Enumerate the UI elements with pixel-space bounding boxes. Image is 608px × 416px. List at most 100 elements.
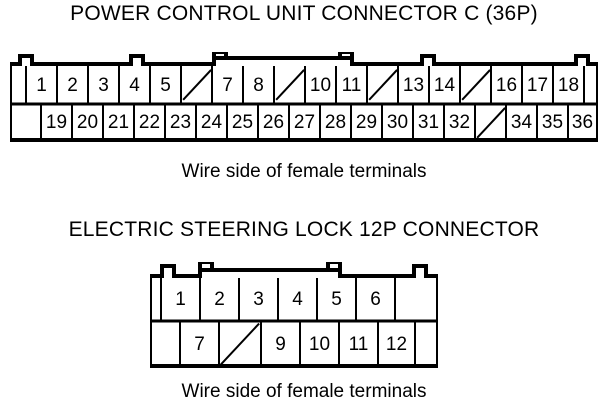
pin-number: 28 bbox=[324, 112, 347, 133]
pin-number: 8 bbox=[253, 74, 264, 96]
pin-cell: 14 bbox=[428, 66, 459, 104]
pin-cell: 8 bbox=[242, 66, 273, 104]
pin-cell: 24 bbox=[195, 105, 226, 140]
pin-number: 4 bbox=[129, 74, 140, 96]
pin-cell: 19 bbox=[40, 105, 71, 140]
pin-cell: 17 bbox=[521, 66, 552, 104]
connector-housing-outline-36p bbox=[10, 52, 598, 142]
pin-number: 9 bbox=[275, 333, 286, 355]
pin-cell: 30 bbox=[381, 105, 412, 140]
pin-number: 6 bbox=[370, 289, 381, 310]
pin-number: 7 bbox=[194, 333, 205, 355]
pin-cell: 35 bbox=[536, 105, 567, 140]
pin-cell: 1 bbox=[25, 66, 56, 104]
pin-number: 35 bbox=[541, 112, 564, 133]
pin-cell: 13 bbox=[397, 66, 428, 104]
pin-cell: 28 bbox=[319, 105, 350, 140]
pin-number: 25 bbox=[231, 112, 254, 133]
pin-row-top-36p: 1 2 3 4 5 7 8 10 11 13 14 16 17 18 bbox=[14, 66, 594, 104]
pin-cell: 7 bbox=[211, 66, 242, 104]
pin-number: 27 bbox=[293, 112, 316, 133]
pin-cell: 20 bbox=[71, 105, 102, 140]
pin-cell: 9 bbox=[260, 322, 299, 366]
pin-cell: 1 bbox=[160, 278, 199, 321]
pin-number: 30 bbox=[386, 112, 409, 133]
pin-number: 11 bbox=[341, 74, 362, 96]
pin-number: 3 bbox=[98, 74, 109, 96]
pin-cell: 23 bbox=[164, 105, 195, 140]
pin-number: 29 bbox=[355, 112, 378, 133]
pin-number: 3 bbox=[253, 289, 264, 310]
connector-housing-outline-12p bbox=[150, 262, 438, 368]
connector-diagram-electric-steering-lock: 1 2 3 4 5 6 7 9 10 11 12 bbox=[150, 262, 438, 368]
pin-row-top-12p: 1 2 3 4 5 6 bbox=[154, 278, 423, 321]
pin-number: 19 bbox=[45, 112, 68, 133]
pin-number: 22 bbox=[138, 112, 161, 133]
caption-wire-side-12p: Wire side of female terminals bbox=[181, 381, 427, 402]
pin-cell: 18 bbox=[552, 66, 583, 104]
pin-cell: 3 bbox=[87, 66, 118, 104]
pin-number: 32 bbox=[448, 112, 471, 133]
pin-cell: 34 bbox=[505, 105, 536, 140]
pin-cell: 16 bbox=[490, 66, 521, 104]
pin-cell: 22 bbox=[133, 105, 164, 140]
pin-number: 21 bbox=[107, 112, 130, 133]
pin-number: 24 bbox=[200, 112, 223, 133]
pin-cell: 10 bbox=[299, 322, 338, 366]
pin-cell: 5 bbox=[149, 66, 180, 104]
pin-cell: 11 bbox=[338, 322, 377, 366]
pin-cell: 6 bbox=[355, 278, 394, 321]
pin-cell: 2 bbox=[199, 278, 238, 321]
pin-number: 7 bbox=[222, 74, 233, 96]
blank-cavity-slash-icon bbox=[368, 66, 397, 104]
pin-cell: 7 bbox=[179, 322, 218, 366]
pin-cell: 36 bbox=[567, 105, 598, 140]
pin-number: 10 bbox=[309, 74, 332, 96]
blank-cavity-slash-icon bbox=[275, 66, 304, 104]
pin-cell: 10 bbox=[304, 66, 335, 104]
pin-cell-blank bbox=[180, 66, 211, 104]
page-title-power-control-unit: POWER CONTROL UNIT CONNECTOR C (36P) bbox=[70, 2, 538, 25]
pin-cell bbox=[154, 322, 179, 366]
pin-cell-blank bbox=[459, 66, 490, 104]
pin-row-bottom-12p: 7 9 10 11 12 bbox=[154, 322, 416, 366]
pin-number: 2 bbox=[67, 74, 78, 96]
caption-wire-side-36p: Wire side of female terminals bbox=[181, 161, 427, 182]
blank-cavity-slash-icon bbox=[476, 105, 505, 140]
pin-number: 5 bbox=[160, 74, 171, 96]
blank-cavity-slash-icon bbox=[461, 66, 490, 104]
pin-cell: 32 bbox=[443, 105, 474, 140]
pin-cell bbox=[14, 66, 25, 104]
pin-number: 16 bbox=[495, 74, 518, 96]
pin-cell: 3 bbox=[238, 278, 277, 321]
page-title-electric-steering-lock: ELECTRIC STEERING LOCK 12P CONNECTOR bbox=[68, 218, 540, 241]
pin-cell: 2 bbox=[56, 66, 87, 104]
pin-cell-blank bbox=[366, 66, 397, 104]
pin-cell: 4 bbox=[277, 278, 316, 321]
pin-number: 12 bbox=[385, 333, 408, 355]
pin-cell: 25 bbox=[226, 105, 257, 140]
pin-cell bbox=[394, 278, 423, 321]
pin-cell-blank bbox=[273, 66, 304, 104]
pin-number: 10 bbox=[308, 333, 331, 355]
pin-number: 11 bbox=[348, 333, 369, 355]
pin-cell-blank bbox=[218, 322, 260, 366]
pin-cell: 5 bbox=[316, 278, 355, 321]
pin-cell: 26 bbox=[257, 105, 288, 140]
pin-cell-blank bbox=[474, 105, 505, 140]
pin-number: 1 bbox=[175, 289, 186, 310]
pin-number: 2 bbox=[214, 289, 225, 310]
pin-cell: 11 bbox=[335, 66, 366, 104]
pin-number: 23 bbox=[169, 112, 192, 133]
pin-number: 31 bbox=[417, 112, 440, 133]
pin-cell: 21 bbox=[102, 105, 133, 140]
pin-number: 36 bbox=[571, 112, 594, 133]
connector-diagram-power-control-unit-c: 1 2 3 4 5 7 8 10 11 13 14 16 17 18 19 20… bbox=[10, 52, 598, 142]
pin-number: 17 bbox=[526, 74, 549, 96]
pin-number: 14 bbox=[433, 74, 456, 96]
pin-cell bbox=[583, 66, 594, 104]
pin-cell: 27 bbox=[288, 105, 319, 140]
pin-row-bottom-36p: 19 20 21 22 23 24 25 26 27 28 29 30 31 3… bbox=[14, 105, 598, 140]
pin-number: 20 bbox=[76, 112, 99, 133]
pin-number: 18 bbox=[557, 74, 580, 96]
